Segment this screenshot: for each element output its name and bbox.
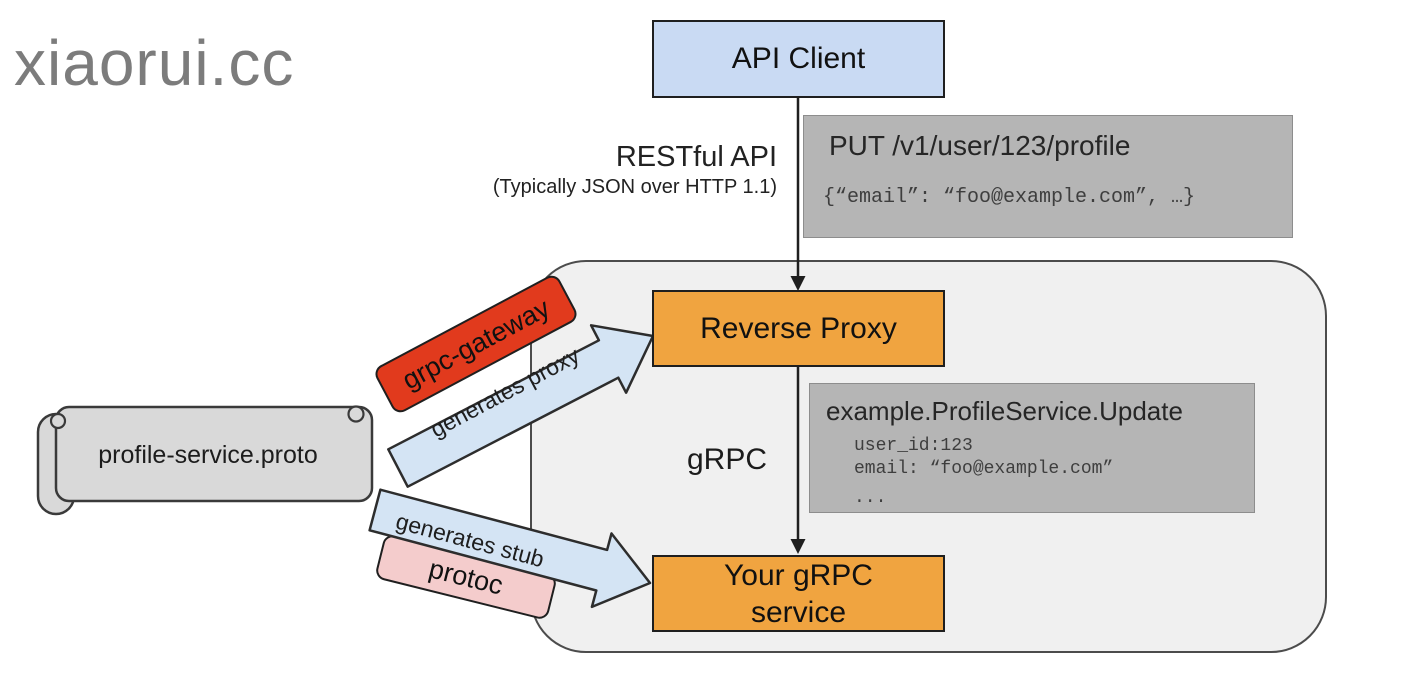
rest-api-subtitle: (Typically JSON over HTTP 1.1) [492,176,777,198]
reverse-proxy-node: Reverse Proxy [652,290,945,367]
http-request-box: PUT /v1/user/123/profile {“email”: “foo@… [803,115,1293,238]
proto-file-label: profile-service.proto [98,441,318,469]
rest-api-title: RESTful API [615,141,777,173]
api-client-node: API Client [652,20,945,98]
api-client-label: API Client [731,42,866,75]
grpc-call-ellipsis: ... [854,488,887,508]
grpc-call-field-email: email: “foo@example.com” [854,459,1114,479]
http-request-line: PUT /v1/user/123/profile [829,130,1131,161]
watermark: xiaorui.cc [14,27,295,99]
grpc-caption: gRPC [686,443,768,476]
grpc-service-label-line1: Your gRPC [724,558,873,592]
grpc-call-field-user-id: user_id:123 [854,436,973,456]
grpc-call-method: example.ProfileService.Update [826,396,1183,426]
grpc-service-node: Your gRPC service [652,555,945,632]
grpc-call-box: example.ProfileService.Update user_id:12… [809,383,1255,513]
reverse-proxy-label: Reverse Proxy [700,311,897,345]
http-request-json: {“email”: “foo@example.com”, …} [823,186,1196,209]
grpc-service-label-line2: service [750,595,847,629]
rest-api-caption: RESTful API (Typically JSON over HTTP 1.… [417,141,777,200]
